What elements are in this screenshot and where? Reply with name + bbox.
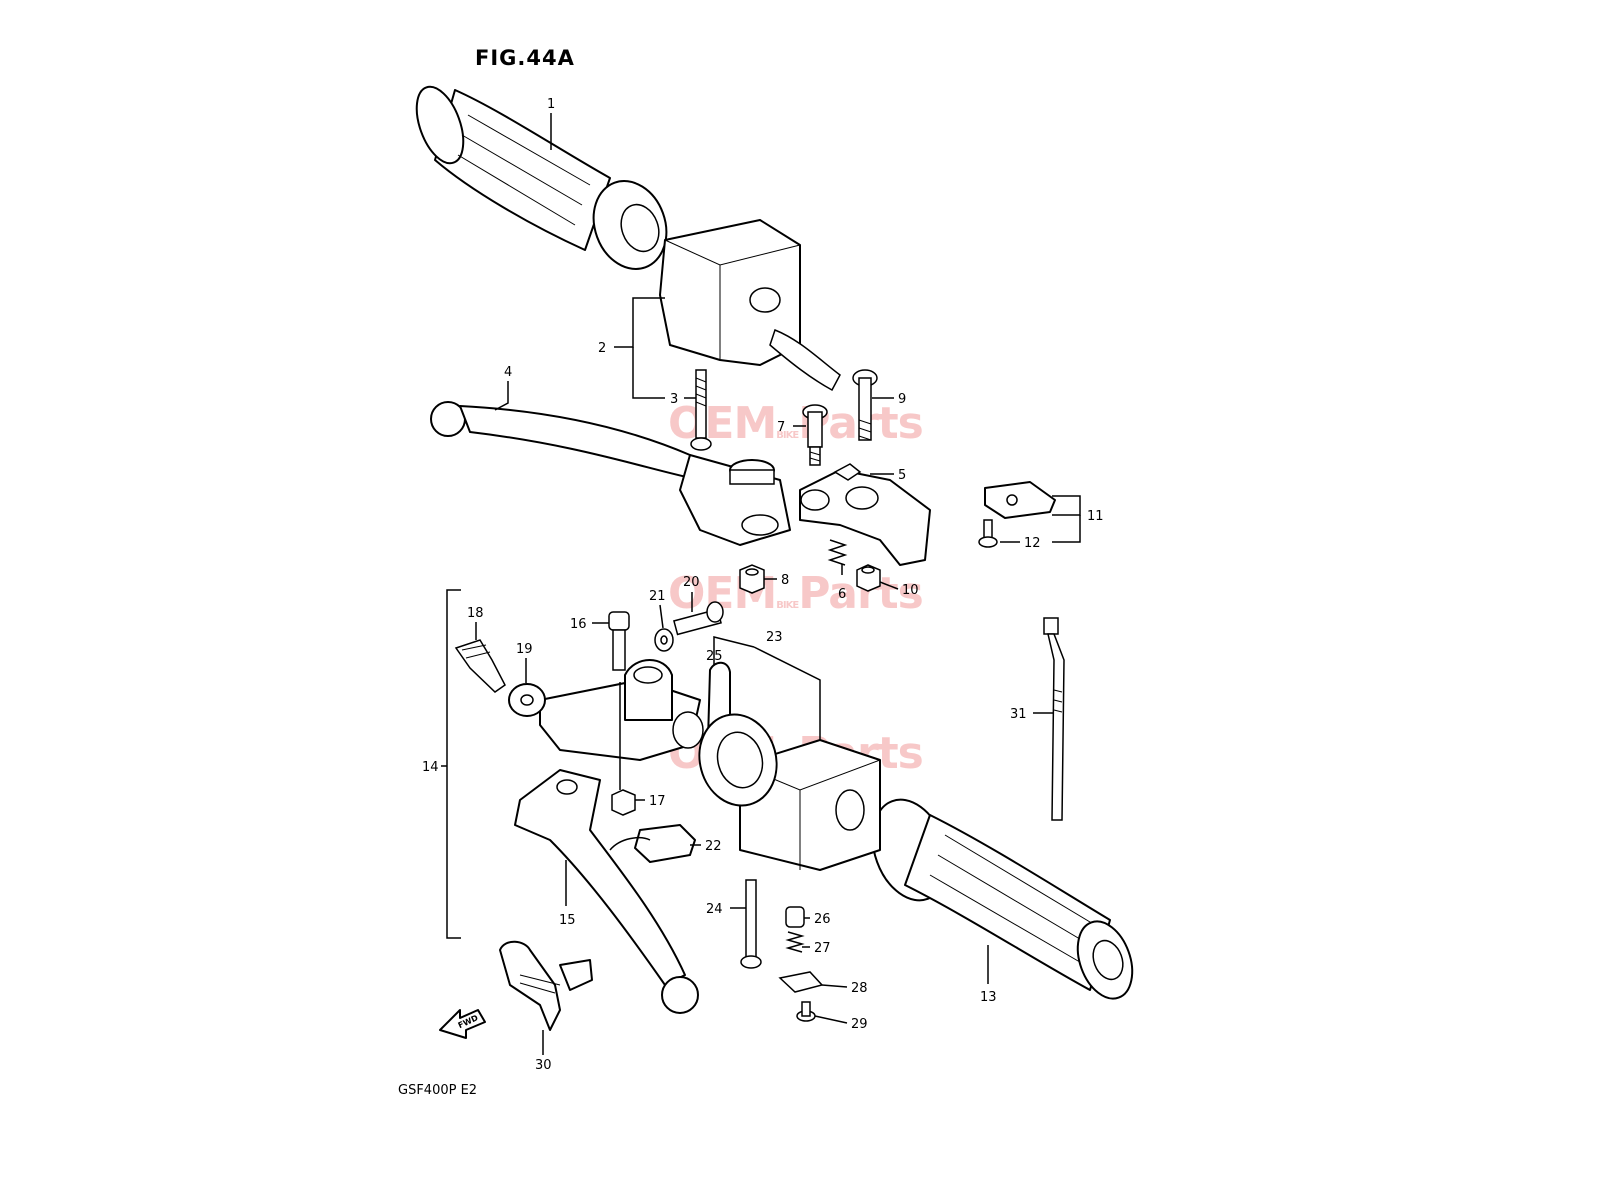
part-11-stop-switch [984,481,1056,519]
part-13-right-grip [871,798,1134,1000]
part-17-nut [611,789,636,816]
part-19-locknut [508,683,546,717]
part-24-screw [740,879,762,969]
part-30-clutch-switch [499,940,593,1031]
callout-7: 7 [777,420,785,435]
part-21-washer [654,628,674,652]
callout-6: 6 [838,587,846,602]
part-9-pivot-bolt [852,369,878,441]
part-22-clamp [609,824,696,863]
callout-19: 19 [516,642,533,657]
callout-labels: 1 2 3 4 5 6 7 8 9 10 11 12 13 14 15 16 1… [422,97,1104,1073]
part-3-screw [690,369,712,451]
part-29-screw [796,1001,816,1022]
callout-15: 15 [559,913,576,928]
part-25-throttle-pulley [698,661,778,807]
callout-4: 4 [504,365,512,380]
part-5-clamp [799,463,931,566]
callout-29: 29 [851,1017,868,1032]
callout-11: 11 [1087,509,1104,524]
callout-22: 22 [705,839,722,854]
part-20-screw [673,601,724,636]
model-code: GSF400P E2 [398,1083,478,1098]
callout-31: 31 [1010,707,1027,722]
callout-21: 21 [649,589,666,604]
callout-5: 5 [898,468,906,483]
callout-3: 3 [670,392,678,407]
part-7-bolt [802,404,828,466]
callout-23: 23 [766,630,783,645]
callout-10: 10 [902,583,919,598]
part-26-cap [785,906,805,928]
callout-18: 18 [467,606,484,621]
part-18-adjuster [454,639,506,693]
callout-24: 24 [706,902,723,917]
callout-28: 28 [851,981,868,996]
callout-2: 2 [598,341,606,356]
callout-14: 14 [422,760,439,775]
callout-17: 17 [649,794,666,809]
part-2-switch-housing [659,219,841,392]
part-1-left-grip [415,85,668,270]
callout-26: 26 [814,912,831,927]
figure-title: FIG.44A [475,46,575,70]
part-8-nut [739,564,765,594]
callout-9: 9 [898,392,906,407]
callout-12: 12 [1024,536,1041,551]
callout-25: 25 [706,649,723,664]
part-27-spring [785,931,805,953]
callout-13: 13 [980,990,997,1005]
callout-8: 8 [781,573,789,588]
leader-lines [441,113,1081,1055]
part-16-bolt [608,611,630,671]
part-10-nut [856,564,881,592]
callout-27: 27 [814,941,831,956]
part-4-brake-lever [430,401,791,546]
part-6-spring [827,539,848,566]
part-28-plate [778,971,824,993]
part-12-screw [978,519,998,548]
part-31-cable-tie [1043,617,1065,821]
callout-30: 30 [535,1058,552,1073]
callout-1: 1 [547,97,555,112]
callout-20: 20 [683,575,700,590]
fwd-arrow-icon: FWD [439,1009,486,1039]
callout-16: 16 [570,617,587,632]
